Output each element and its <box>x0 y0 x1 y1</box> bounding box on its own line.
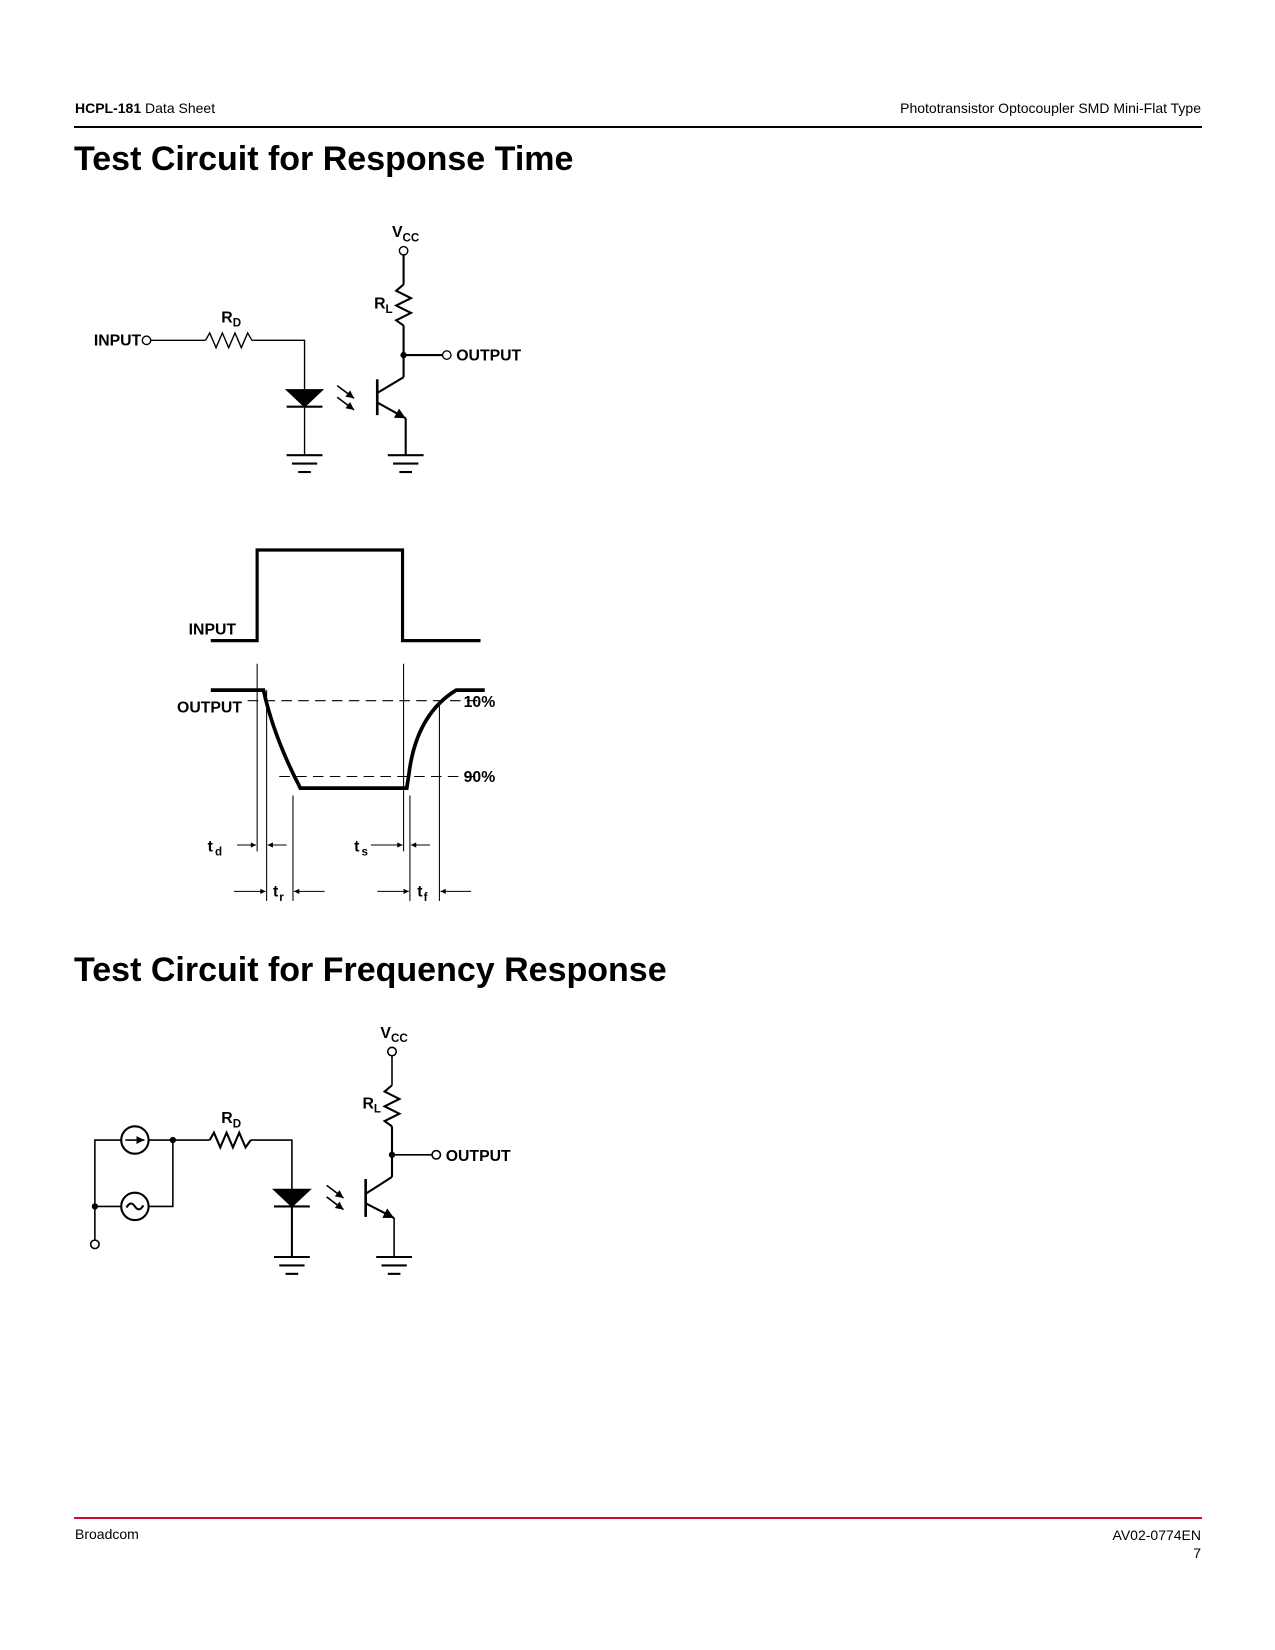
footer-divider <box>74 1517 1202 1519</box>
svg-text:RD: RD <box>221 309 241 329</box>
input-terminal <box>141 335 152 346</box>
waveform-output-label: OUTPUT <box>177 699 242 716</box>
svg-text:tr: tr <box>273 884 284 904</box>
phototransistor-icon <box>375 376 407 456</box>
footer-doc-number: AV02-0774EN <box>1112 1527 1201 1543</box>
header-subtitle: Phototransistor Optocoupler SMD Mini-Fla… <box>900 100 1201 116</box>
rd-resistor <box>204 331 253 350</box>
vcc-terminal <box>386 1046 398 1057</box>
svg-text:tf: tf <box>417 884 427 904</box>
light-arrows-icon <box>336 385 355 411</box>
rl-subscript: L <box>386 304 393 316</box>
rd-label: R <box>221 1110 233 1127</box>
vcc-subscript: CC <box>403 232 420 244</box>
ground-icon <box>273 1255 310 1275</box>
rd-subscript: D <box>233 318 241 330</box>
input-pulse <box>210 548 481 643</box>
header-doc-title: HCPL-181 Data Sheet <box>75 100 215 116</box>
svg-text:td: td <box>208 838 222 858</box>
output-terminal <box>431 1149 442 1160</box>
header-doc-type: Data Sheet <box>145 100 216 116</box>
svg-text:VCC: VCC <box>380 1025 408 1045</box>
output-terminal <box>441 350 452 360</box>
rl-label: R <box>374 296 386 313</box>
rd-resistor <box>208 1129 252 1151</box>
ts-label: t <box>354 838 360 855</box>
waveform-input-label: INPUT <box>189 621 237 638</box>
timing-markers <box>233 663 472 901</box>
tf-subscript: f <box>424 892 428 904</box>
rl-label: R <box>363 1095 375 1112</box>
rl-resistor <box>393 283 414 327</box>
vcc-subscript: CC <box>391 1033 408 1045</box>
ac-source-icon <box>120 1191 150 1222</box>
footer-company: Broadcom <box>75 1526 139 1542</box>
td-subscript: d <box>215 847 222 859</box>
ground-icon <box>376 1255 413 1275</box>
header-product: HCPL-181 <box>75 100 142 116</box>
tf-label: t <box>417 884 423 901</box>
vcc-terminal <box>398 245 409 256</box>
output-response-curve <box>210 688 485 790</box>
svg-text:RL: RL <box>374 296 393 316</box>
output-label: OUTPUT <box>446 1148 511 1165</box>
vcc-label: V <box>380 1025 391 1042</box>
light-arrows-icon <box>326 1184 345 1211</box>
output-label: OUTPUT <box>456 347 521 364</box>
threshold-lines <box>247 700 481 778</box>
frequency-response-circuit: RD VCC RL OUTPUT <box>89 1025 511 1275</box>
svg-text:VCC: VCC <box>392 224 420 244</box>
rl-subscript: L <box>374 1104 381 1116</box>
section-title-frequency-response: Test Circuit for Frequency Response <box>74 951 667 989</box>
svg-text:RD: RD <box>221 1110 241 1130</box>
header-divider <box>74 126 1202 128</box>
dc-current-source-icon <box>120 1125 150 1155</box>
rd-label: R <box>221 309 233 326</box>
phototransistor-icon <box>364 1176 395 1257</box>
ground-terminal <box>89 1239 100 1250</box>
svg-text:ts: ts <box>354 838 368 858</box>
response-time-circuit: INPUT RD VCC RL OUTPUT <box>94 224 522 474</box>
footer-doc-info: AV02-0774EN 7 <box>1113 1526 1201 1562</box>
ground-icon <box>286 454 323 474</box>
level-10-label: 10% <box>464 694 496 711</box>
input-label: INPUT <box>94 333 142 350</box>
level-90-label: 90% <box>464 769 496 786</box>
tr-subscript: r <box>279 892 284 904</box>
led-diode-icon <box>272 1188 312 1208</box>
ts-subscript: s <box>361 847 367 859</box>
footer-page-number: 7 <box>1193 1545 1201 1561</box>
led-diode-icon <box>284 389 325 408</box>
svg-text:RL: RL <box>363 1095 381 1115</box>
ground-icon <box>387 454 424 474</box>
vcc-label: V <box>392 224 403 241</box>
td-label: t <box>208 838 214 855</box>
rl-resistor <box>382 1084 402 1128</box>
rd-subscript: D <box>233 1118 241 1130</box>
section-title-response-time: Test Circuit for Response Time <box>74 140 574 178</box>
tr-label: t <box>273 884 279 901</box>
